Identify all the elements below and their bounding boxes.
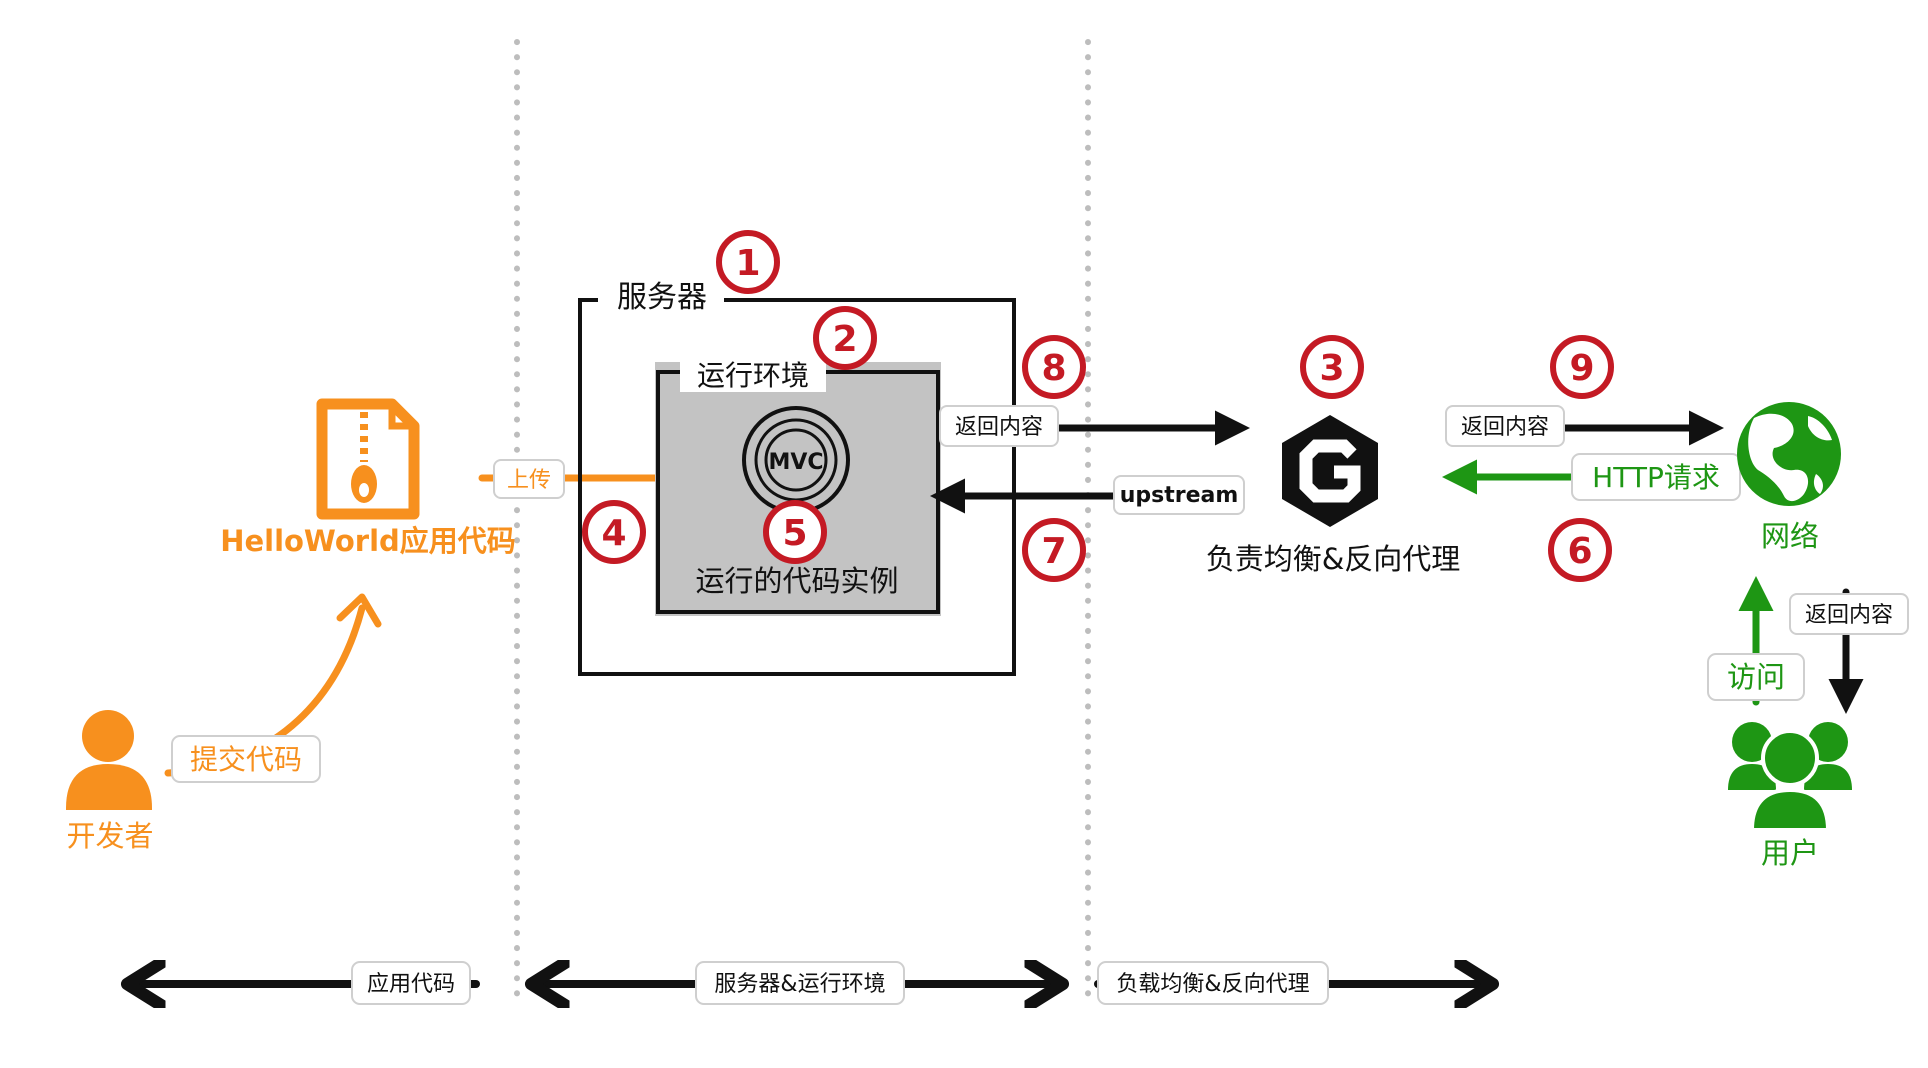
svg-text:9: 9 bbox=[1569, 348, 1594, 389]
commit-label: 提交代码 bbox=[190, 743, 302, 776]
upstream-label: upstream bbox=[1120, 483, 1239, 508]
step-badge-8: 8 bbox=[1022, 335, 1086, 399]
server-label: 服务器 bbox=[617, 280, 707, 315]
globe-icon bbox=[1737, 402, 1841, 506]
commit-label-box bbox=[171, 735, 321, 783]
upstream-label-box bbox=[1113, 475, 1245, 515]
lb-label: 负责均衡&反向代理 bbox=[1206, 542, 1461, 576]
visit-label-box bbox=[1707, 653, 1805, 701]
return-to-lb-label-box bbox=[939, 405, 1059, 447]
legend-lb-proxy-label: 负载均衡&反向代理 bbox=[1116, 972, 1309, 997]
return-to-net-label: 返回内容 bbox=[1461, 415, 1549, 440]
http-request-label: HTTP请求 bbox=[1592, 461, 1720, 494]
developer-label: 开发者 bbox=[66, 819, 153, 853]
network-label: 网络 bbox=[1761, 519, 1819, 553]
svg-text:3: 3 bbox=[1319, 348, 1344, 389]
zip-file-icon bbox=[316, 398, 420, 520]
server-box bbox=[578, 298, 1016, 676]
svg-text:5: 5 bbox=[782, 513, 807, 554]
runtime-label: 运行环境 bbox=[697, 359, 809, 392]
runtime-box bbox=[656, 370, 940, 614]
step-badge-6: 6 bbox=[1548, 518, 1612, 582]
commit-arrow-head bbox=[336, 593, 382, 628]
http-request-label-box bbox=[1571, 453, 1741, 501]
users-icon bbox=[1728, 722, 1852, 832]
return-to-user-label: 返回内容 bbox=[1805, 603, 1893, 628]
app-code-label: HelloWorld应用代码 bbox=[220, 524, 516, 558]
legend-server-runtime-label: 服务器&运行环境 bbox=[714, 972, 885, 997]
users-label: 用户 bbox=[1761, 836, 1819, 870]
legend-app-code-box bbox=[351, 961, 471, 1005]
svg-text:8: 8 bbox=[1041, 348, 1066, 389]
return-to-net-label-box bbox=[1445, 405, 1565, 447]
step-badge-3: 3 bbox=[1300, 335, 1364, 399]
svg-text:2: 2 bbox=[832, 319, 857, 360]
runtime-label-mask bbox=[680, 356, 826, 392]
legend-lb-proxy-box bbox=[1097, 961, 1329, 1005]
step-badge-1: 1 bbox=[716, 230, 780, 294]
svg-text:4: 4 bbox=[601, 513, 626, 554]
upload-label: 上传 bbox=[507, 468, 551, 493]
step-badge-2: 2 bbox=[813, 306, 877, 370]
svg-text:6: 6 bbox=[1567, 531, 1592, 572]
mvc-label: MVC bbox=[768, 450, 823, 475]
person-icon bbox=[66, 710, 152, 810]
nginx-g-icon bbox=[1282, 415, 1378, 527]
legend-server-runtime-box bbox=[695, 961, 905, 1005]
instance-label: 运行的代码实例 bbox=[695, 564, 898, 598]
step-badge-7: 7 bbox=[1022, 518, 1086, 582]
return-to-user-label-box bbox=[1789, 593, 1909, 635]
visit-label: 访问 bbox=[1727, 660, 1785, 694]
return-to-lb-label: 返回内容 bbox=[955, 415, 1043, 440]
svg-text:7: 7 bbox=[1041, 531, 1066, 572]
step-badge-5: 5 bbox=[763, 500, 827, 564]
svg-text:1: 1 bbox=[735, 243, 760, 284]
legend-app-code-label: 应用代码 bbox=[367, 972, 455, 997]
step-badge-9: 9 bbox=[1550, 335, 1614, 399]
server-label-mask bbox=[598, 276, 724, 320]
upload-label-box bbox=[493, 459, 565, 499]
step-badge-4: 4 bbox=[582, 500, 646, 564]
